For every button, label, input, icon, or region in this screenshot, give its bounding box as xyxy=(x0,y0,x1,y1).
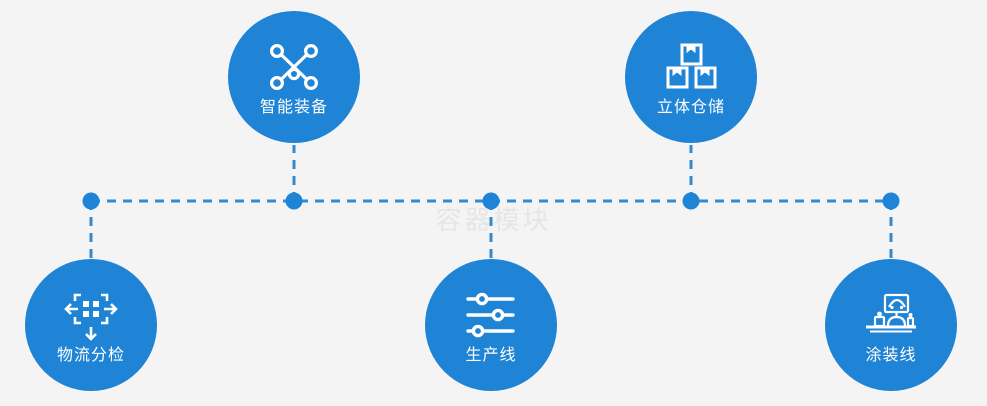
junction-dot xyxy=(82,192,100,210)
node-label: 智能装备 xyxy=(259,97,328,116)
junction-dot xyxy=(482,192,500,210)
network-nodes-icon xyxy=(266,39,322,95)
junction-dot xyxy=(285,192,303,210)
diagram-node-logistics-sorting[interactable]: 物流分检 xyxy=(25,259,157,391)
junction-dot xyxy=(882,192,900,210)
node-label: 生产线 xyxy=(465,345,517,364)
diagram-node-intelligent-equipment[interactable]: 智能装备 xyxy=(228,11,360,143)
diagram-node-production-line[interactable]: 生产线 xyxy=(425,259,557,391)
node-label: 物流分检 xyxy=(56,345,125,364)
sliders-icon xyxy=(463,287,519,343)
node-label: 立体仓储 xyxy=(656,97,725,116)
diagram-node-stereoscopic-warehouse[interactable]: 立体仓储 xyxy=(625,11,757,143)
junction-dot xyxy=(682,192,700,210)
node-label: 涂装线 xyxy=(865,345,917,364)
sorting-arrows-icon xyxy=(63,287,119,343)
stacked-boxes-icon xyxy=(663,39,719,95)
diagram-node-painting-line[interactable]: 涂装线 xyxy=(825,259,957,391)
paint-booth-icon xyxy=(863,287,919,343)
